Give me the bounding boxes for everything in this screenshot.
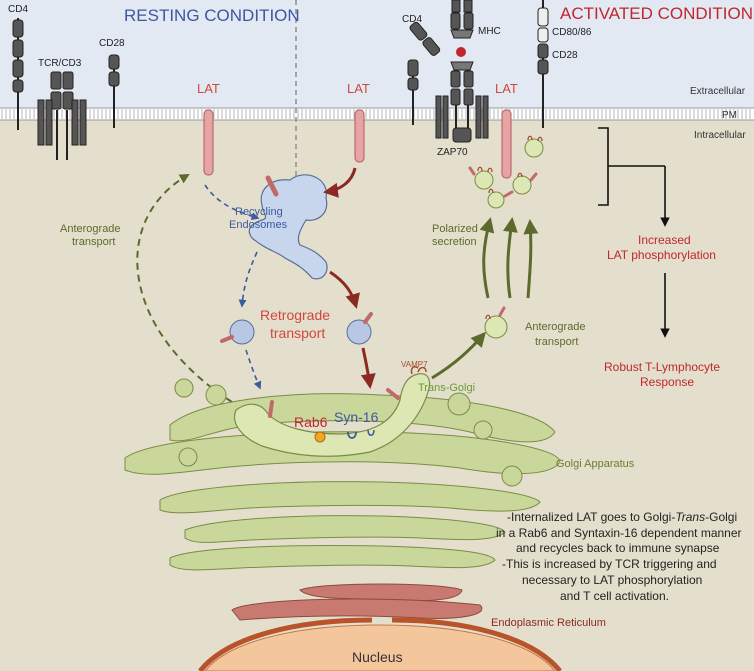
outcome-increased-2: LAT phosphorylation xyxy=(607,248,716,262)
secretory-lat xyxy=(468,166,538,317)
summary-line-3: and recycles back to immune synapse xyxy=(516,541,720,555)
cd4-left-receptor xyxy=(12,18,24,130)
golgi-label: Golgi Apparatus xyxy=(556,458,635,470)
summary-line-5: necessary to LAT phosphorylation xyxy=(522,573,702,587)
lat-left-label: LAT xyxy=(197,81,220,96)
retrograde-arrow-2 xyxy=(329,270,360,309)
retrograde-arrow-1 xyxy=(323,167,357,198)
nucleus xyxy=(198,617,562,671)
retrograde-label-2: transport xyxy=(270,325,325,341)
tcr-cd3-label: TCR/CD3 xyxy=(38,58,82,69)
intracellular-region xyxy=(0,110,754,671)
rab6-marker xyxy=(314,431,326,443)
anterograde-right-label-1: Anterograde xyxy=(525,321,586,333)
summary-text: -Internalized LAT goes to Golgi-Trans-Go… xyxy=(496,510,742,603)
retrograde-label-1: Retrograde xyxy=(260,307,330,323)
syn16-marker-2 xyxy=(367,429,375,436)
cd28-right-label: CD28 xyxy=(552,50,578,61)
cd4-left-label: CD4 xyxy=(8,4,28,15)
nucleus-label: Nucleus xyxy=(352,649,403,665)
syn16-marker xyxy=(347,431,357,439)
extracellular-label: Extracellular xyxy=(690,86,746,97)
blue-arrow-to-endosome xyxy=(204,184,260,221)
blue-arrow-to-golgi xyxy=(245,349,262,390)
lat-middle xyxy=(354,109,365,163)
retrograde-arrow-3 xyxy=(360,347,376,389)
endosomal-vesicle-right xyxy=(346,312,373,345)
cd80-86-label: CD80/86 xyxy=(552,27,592,38)
summary-line-2: in a Rab6 and Syntaxin-16 dependent mann… xyxy=(496,526,742,540)
secretory-vesicles xyxy=(474,138,544,339)
outcome-increased-1: Increased xyxy=(638,233,691,247)
tcr-cd3-complex xyxy=(37,71,87,160)
polarized-secretion-arrows xyxy=(479,217,539,299)
lat-middle-label: LAT xyxy=(347,81,370,96)
mhc-label: MHC xyxy=(478,26,501,37)
summary-line-1: -Internalized LAT goes to Golgi-Trans-Go… xyxy=(507,510,737,524)
recycling-label-1: Recycling xyxy=(235,206,283,218)
rab6-label: Rab6 xyxy=(294,414,328,430)
anterograde-left-label-2: transport xyxy=(72,236,115,248)
endosomal-vesicle-left xyxy=(220,319,255,345)
vamp7-markers xyxy=(477,135,543,320)
activated-title: ACTIVATED CONDITION xyxy=(560,4,753,23)
cd28-left-label: CD28 xyxy=(99,38,125,49)
syn16-label: Syn-16 xyxy=(334,409,379,425)
cd28-right-receptor xyxy=(537,43,549,128)
recycling-label-2: Endosomes xyxy=(229,219,288,231)
endoplasmic-reticulum xyxy=(231,583,483,621)
cd80-86-molecule xyxy=(537,0,549,43)
intracellular-label: Intracellular xyxy=(694,130,746,141)
outcome-bracket xyxy=(598,127,665,206)
summary-line-6: and T cell activation. xyxy=(560,589,669,603)
blue-arrow-to-vesicle xyxy=(238,251,258,308)
anterograde-left-arrow xyxy=(136,173,233,403)
cd28-left-receptor xyxy=(108,54,120,128)
outcome-robust-1: Robust T-Lymphocyte xyxy=(604,360,720,374)
vamp7-label: VAMP7 xyxy=(401,360,428,369)
summary-line-4: -This is increased by TCR triggering and xyxy=(502,557,717,571)
trans-golgi-label: Trans-Golgi xyxy=(418,382,475,394)
antigen-peptide xyxy=(456,47,466,57)
tcr-cd3-activated xyxy=(435,61,489,143)
extracellular-region xyxy=(0,0,754,110)
trans-golgi xyxy=(234,366,431,457)
anterograde-right-label-2: transport xyxy=(535,336,578,348)
lat-left xyxy=(203,109,214,176)
resting-title: RESTING CONDITION xyxy=(124,6,300,25)
er-label: Endoplasmic Reticulum xyxy=(491,617,606,629)
cd4-right-receptor xyxy=(407,21,441,125)
lat-right-label: LAT xyxy=(495,81,518,96)
pm-label: PM xyxy=(722,110,737,121)
anterograde-right-arrow xyxy=(431,331,486,380)
zap70-label: ZAP70 xyxy=(437,147,468,158)
outcome-robust-2: Response xyxy=(640,375,694,389)
polarized-label-1: Polarized xyxy=(432,223,478,235)
mhc-molecule xyxy=(450,0,474,39)
anterograde-left-label-1: Anterograde xyxy=(60,223,121,235)
lat-right xyxy=(501,109,512,179)
polarized-label-2: secretion xyxy=(432,236,477,248)
recycling-endosome xyxy=(248,174,328,280)
cd4-right-label: CD4 xyxy=(402,14,422,25)
